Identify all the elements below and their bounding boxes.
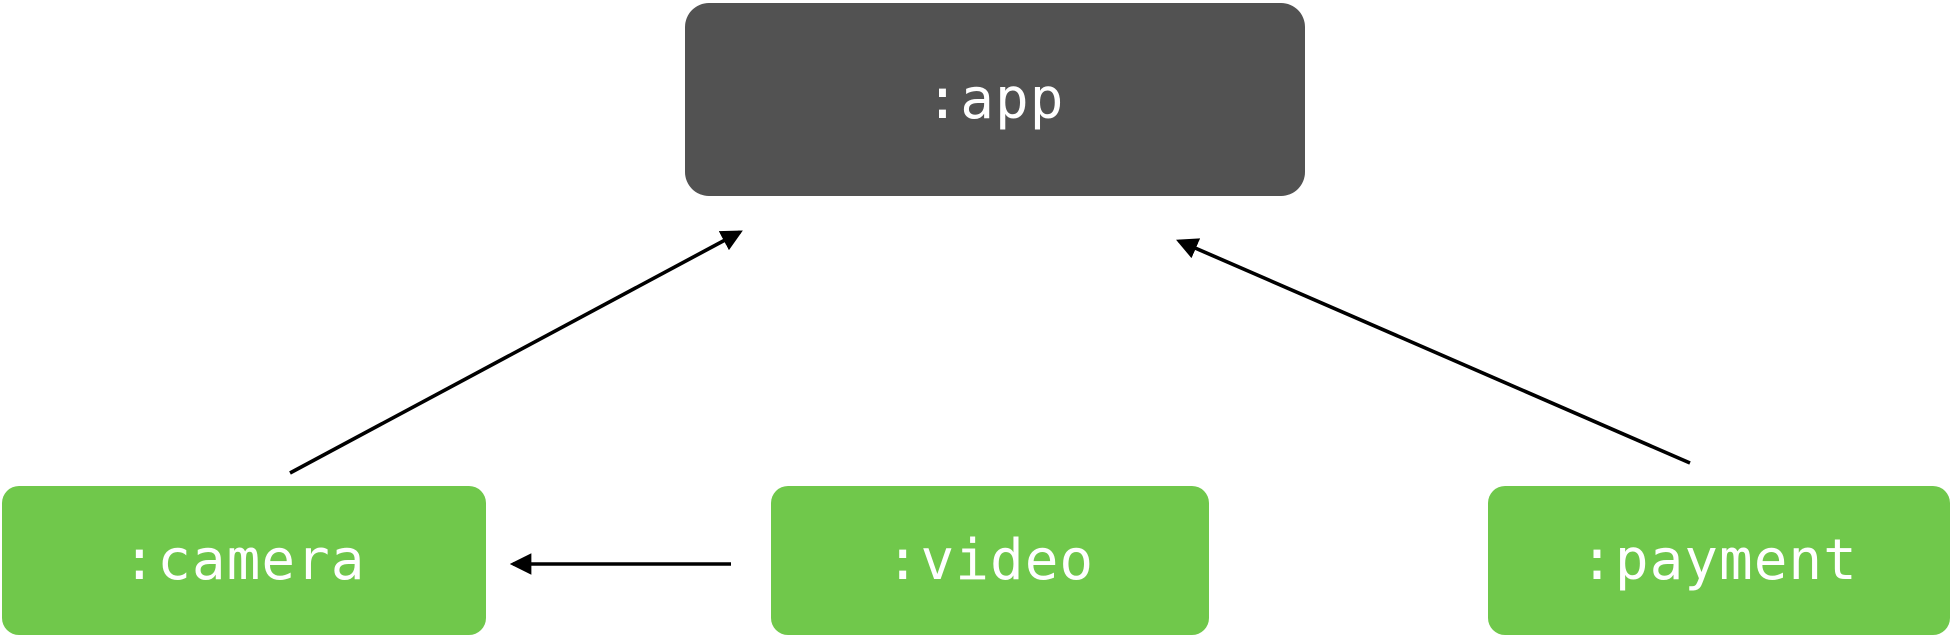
node-payment-label: :payment <box>1580 527 1858 593</box>
node-camera: :camera <box>2 486 486 635</box>
edge-payment-to-app <box>1176 238 1691 465</box>
node-app-label: :app <box>925 66 1065 132</box>
node-video-label: :video <box>885 527 1095 593</box>
edge-camera-to-app <box>289 230 743 475</box>
node-app: :app <box>685 3 1305 196</box>
node-payment: :payment <box>1488 486 1950 635</box>
node-camera-label: :camera <box>122 527 366 593</box>
node-video: :video <box>771 486 1209 635</box>
